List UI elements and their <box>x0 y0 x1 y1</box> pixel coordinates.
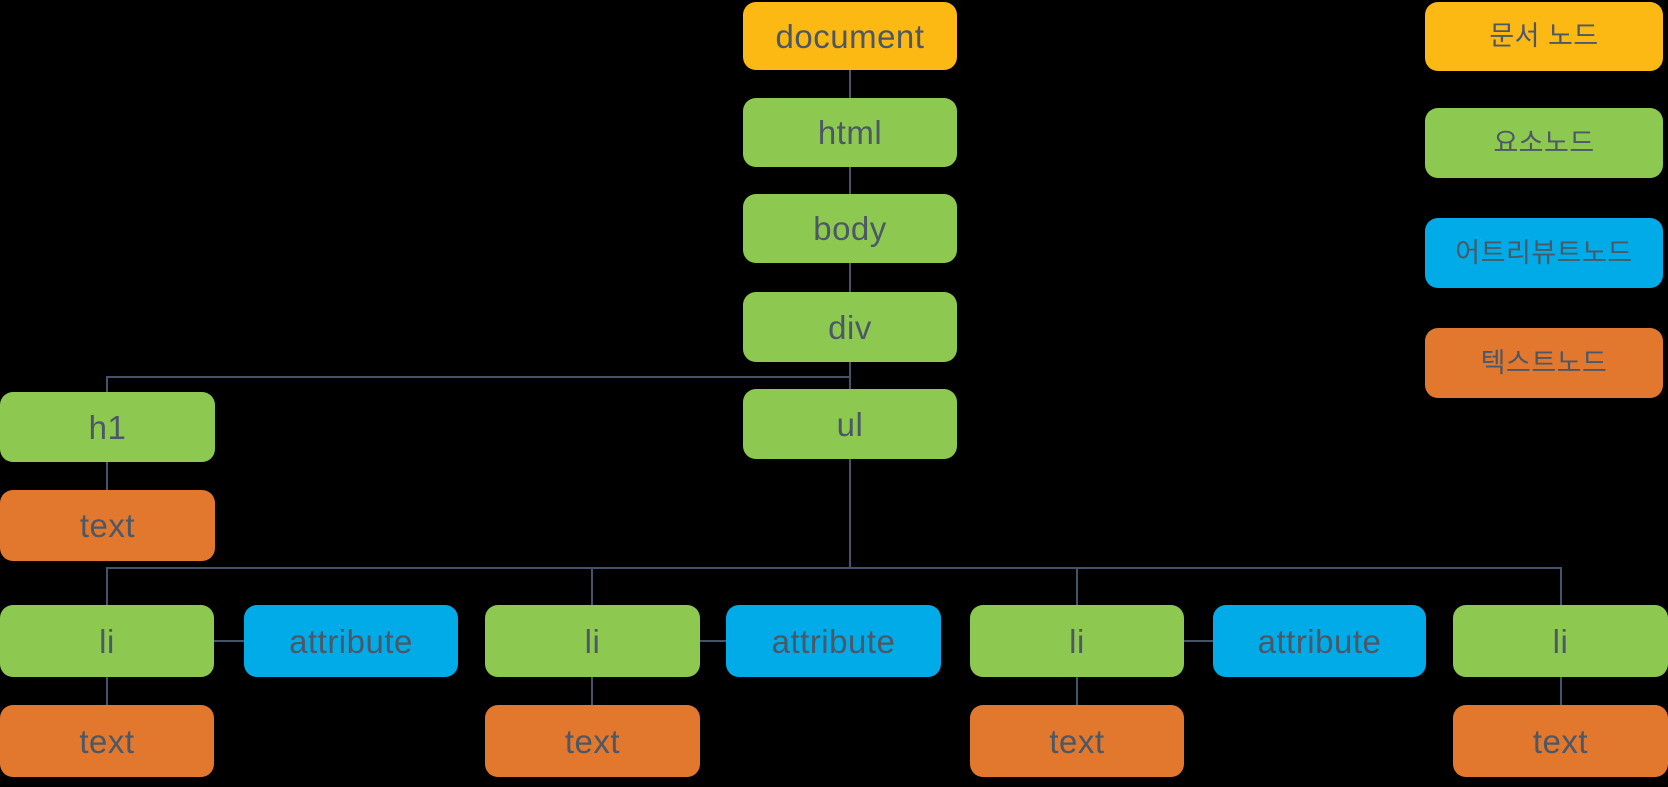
connector-li3-attribute <box>1183 640 1213 642</box>
connector-branch-li1-drop <box>106 568 108 605</box>
node-li-3-text: text <box>970 705 1184 777</box>
connector-document-html <box>849 70 851 98</box>
node-h1: h1 <box>0 392 215 462</box>
node-li-4-text: text <box>1453 705 1668 777</box>
legend-document-node: 문서 노드 <box>1425 2 1663 71</box>
node-li-3: li <box>970 605 1184 677</box>
connector-li2-text <box>591 677 593 705</box>
connector-html-body <box>849 167 851 194</box>
connector-branch-h1-drop <box>106 377 108 392</box>
connector-li3-text <box>1076 677 1078 705</box>
node-li-2-text: text <box>485 705 700 777</box>
node-div: div <box>743 292 957 362</box>
node-li-4: li <box>1453 605 1668 677</box>
node-li-1: li <box>0 605 214 677</box>
node-html: html <box>743 98 957 167</box>
node-attribute-2: attribute <box>726 605 941 677</box>
connector-ul-down <box>849 459 851 569</box>
node-document: document <box>743 2 957 70</box>
node-ul: ul <box>743 389 957 459</box>
node-attribute-1: attribute <box>244 605 458 677</box>
connector-li1-text <box>106 677 108 705</box>
connector-branch-li2-drop <box>591 568 593 605</box>
connector-branch-li4-drop <box>1560 568 1562 605</box>
connector-li4-text <box>1560 677 1562 705</box>
connector-div-ul <box>849 362 851 389</box>
connector-body-div <box>849 263 851 292</box>
connector-ul-branch-horizontal <box>106 567 1562 569</box>
legend-element-node: 요소노드 <box>1425 108 1663 178</box>
legend-attribute-node: 어트리뷰트노드 <box>1425 218 1663 288</box>
connector-li2-attribute <box>699 640 726 642</box>
node-body: body <box>743 194 957 263</box>
node-li-2: li <box>485 605 700 677</box>
connector-branch-li3-drop <box>1076 568 1078 605</box>
connector-div-branch-horizontal <box>106 376 850 378</box>
legend-text-node: 텍스트노드 <box>1425 328 1663 398</box>
node-h1-text: text <box>0 490 215 561</box>
connector-li1-attribute <box>213 640 244 642</box>
connector-h1-text <box>106 462 108 490</box>
node-attribute-3: attribute <box>1213 605 1426 677</box>
node-li-1-text: text <box>0 705 214 777</box>
